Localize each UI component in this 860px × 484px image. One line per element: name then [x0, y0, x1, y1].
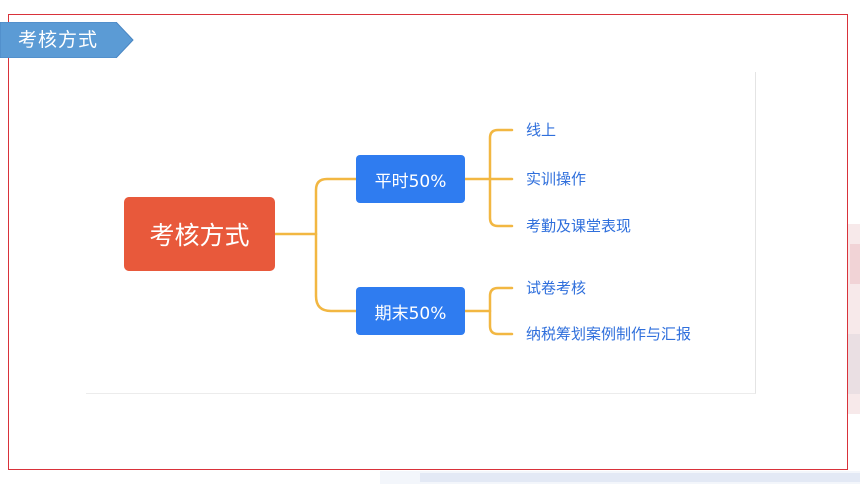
mindmap-leaf-online: 线上	[526, 121, 557, 139]
decorative-edge-bottom	[380, 471, 860, 484]
connector-branch-2-leaves	[488, 286, 514, 336]
mindmap-leaf-case-report: 纳税筹划案例制作与汇报	[526, 325, 692, 343]
mindmap-leaf-attendance: 考勤及课堂表现	[526, 217, 632, 235]
connector-branch-1	[314, 177, 358, 313]
title-tab-shape	[0, 22, 134, 58]
mindmap-root-node: 考核方式	[124, 197, 275, 271]
decorative-edge-right	[848, 224, 860, 414]
slide-frame	[8, 14, 848, 470]
mindmap-branch-final: 期末50%	[356, 287, 465, 335]
title-tab: 考核方式	[0, 22, 134, 58]
mindmap-leaf-practical: 实训操作	[526, 170, 587, 188]
mindmap-branch-regular: 平时50%	[356, 155, 465, 203]
mindmap-leaf-exam: 试卷考核	[526, 279, 587, 297]
page-title: 考核方式	[18, 29, 99, 51]
